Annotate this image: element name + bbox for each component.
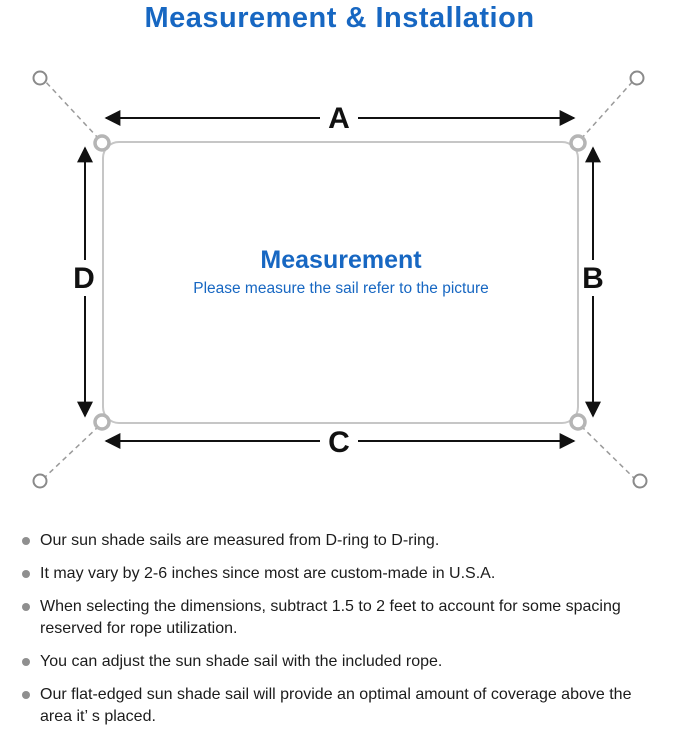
guy-line-top-right bbox=[580, 79, 635, 140]
page-title: Measurement & Installation bbox=[144, 2, 535, 34]
list-item-text: Our flat-edged sun shade sail will provi… bbox=[40, 686, 632, 725]
list-item-text: It may vary by 2-6 inches since most are… bbox=[40, 565, 496, 582]
bullet-dot-icon bbox=[22, 691, 30, 699]
d-ring-bottom-right-icon bbox=[569, 413, 587, 431]
d-ring-top-right-icon bbox=[569, 134, 587, 152]
sail-rectangle bbox=[102, 141, 579, 424]
measurement-diagram: A B C D Measurement Please measure the s… bbox=[32, 70, 648, 489]
bullet-dot-icon bbox=[22, 603, 30, 611]
list-item: Our sun shade sails are measured from D-… bbox=[22, 530, 654, 552]
list-item-text: Our sun shade sails are measured from D-… bbox=[40, 532, 440, 549]
side-label-d: D bbox=[73, 262, 95, 295]
side-label-c: C bbox=[328, 426, 350, 459]
guy-line-top-left bbox=[43, 79, 100, 140]
anchor-ring-bottom-right-icon bbox=[632, 473, 648, 489]
sail-corner-rings bbox=[93, 134, 587, 431]
list-item: It may vary by 2-6 inches since most are… bbox=[22, 563, 654, 585]
side-label-b: B bbox=[582, 262, 604, 295]
anchor-ring-top-right-icon bbox=[629, 70, 645, 86]
list-item: Our flat-edged sun shade sail will provi… bbox=[22, 684, 654, 728]
list-item-text: When selecting the dimensions, subtract … bbox=[40, 598, 621, 637]
instruction-list: Our sun shade sails are measured from D-… bbox=[22, 530, 654, 739]
list-item: You can adjust the sun shade sail with t… bbox=[22, 651, 654, 673]
side-label-a: A bbox=[328, 102, 350, 135]
anchor-points bbox=[32, 70, 648, 489]
diagram-center-subtitle: Please measure the sail refer to the pic… bbox=[193, 280, 489, 297]
bullet-dot-icon bbox=[22, 537, 30, 545]
list-item-text: You can adjust the sun shade sail with t… bbox=[40, 653, 443, 670]
corner-guy-lines bbox=[43, 79, 635, 479]
d-ring-bottom-left-icon bbox=[93, 413, 111, 431]
dimension-arrows bbox=[77, 110, 601, 449]
d-ring-top-left-icon bbox=[93, 134, 111, 152]
list-item: When selecting the dimensions, subtract … bbox=[22, 596, 654, 640]
anchor-ring-bottom-left-icon bbox=[32, 473, 48, 489]
anchor-ring-top-left-icon bbox=[32, 70, 48, 86]
guy-line-bottom-right bbox=[580, 425, 635, 479]
bullet-dot-icon bbox=[22, 658, 30, 666]
bullet-dot-icon bbox=[22, 570, 30, 578]
diagram-center-title: Measurement bbox=[260, 246, 422, 274]
guy-line-bottom-left bbox=[43, 425, 100, 479]
